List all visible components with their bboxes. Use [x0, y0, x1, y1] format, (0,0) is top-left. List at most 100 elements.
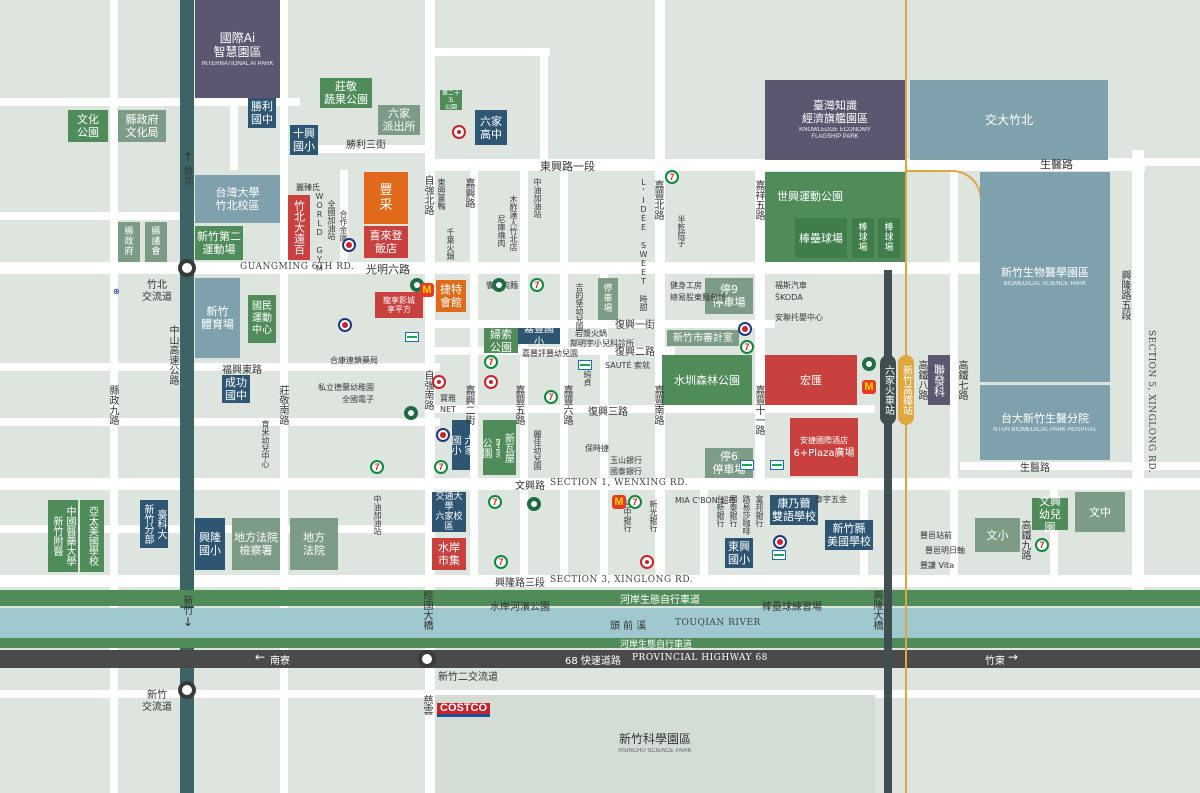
zhongshan-freeway	[180, 0, 194, 793]
road-label-jiafeng-5: 嘉豐五路	[513, 385, 524, 425]
road-v-12	[540, 48, 548, 168]
road-north-top	[430, 48, 550, 56]
hakka-park-label: 客家 公園	[480, 437, 504, 458]
science-park-en: HSINCHU SCIENCE PARK	[618, 748, 692, 754]
kfc-icon	[432, 375, 446, 389]
road-label-shengyi: 生醫路	[1040, 158, 1073, 171]
hsinchu-audit-label: 新竹市審計室	[673, 332, 733, 344]
block-parking-1: 停 車 場	[598, 278, 618, 320]
baseball-field-label: 棒壘球場	[799, 231, 843, 245]
shop-sisi: 私立德蘭幼稚園	[318, 383, 374, 392]
road-label-shengyi-2: 生醫路	[1020, 463, 1050, 474]
shop-quanguo-e: 全國電子	[342, 395, 374, 404]
arrow-down-icon: ↓	[183, 615, 194, 629]
road-label-jiaxing: 嘉興路	[463, 178, 474, 208]
road-label-jiayi-11: 嘉豐十一路	[753, 385, 764, 435]
road-label-jiayi-2: 嘉興二街	[463, 385, 474, 425]
fuxing-park-label: 婦索 公園	[490, 327, 512, 354]
seven-eleven-icon: 7	[494, 555, 508, 569]
seven-eleven-icon: 7	[544, 390, 558, 404]
block-county-council: 縣 議 會	[145, 222, 167, 262]
arrow-left-icon: ←	[255, 650, 266, 664]
ballfield-2-label: 棒 球 場	[884, 223, 894, 253]
road-mid-1	[0, 212, 200, 220]
rt-mart-icon	[484, 375, 498, 389]
familymart-icon	[740, 460, 754, 470]
shop-qiange: 千葉火鍋	[446, 228, 455, 260]
road-label-cipei: 慈雲	[421, 695, 432, 715]
block-dongxing-elem: 東興 國小	[725, 538, 753, 568]
road-mid-2	[0, 418, 440, 426]
culture-park-label: 文化 公園	[77, 113, 99, 139]
shop-mumei: 木酢達人竹北店	[509, 195, 518, 251]
block-far-eastern: 竹北大遠百	[288, 195, 310, 260]
familymart-icon	[772, 550, 786, 560]
pxmart-icon	[342, 238, 356, 252]
thsr-station-label: 新竹高鐵站	[900, 365, 912, 415]
seven-eleven-icon: 7	[488, 495, 502, 509]
block-liujia-police: 六家 派出所	[378, 105, 420, 135]
road-label-xinglong: 興隆路三段	[495, 578, 545, 589]
road-label-river: 頭 前 溪	[610, 621, 647, 632]
hsinchu-gym-label: 新竹 體育場	[201, 305, 234, 331]
block-ntu-zhubei: 台灣大學 竹北校區	[195, 175, 280, 223]
shop-fubon: 富邦銀行	[755, 495, 764, 527]
jieshi-hall-label: 捷特 會館	[440, 283, 462, 309]
road-shengyi-2	[960, 462, 1200, 470]
shop-mia: MIA C'BON 超市	[675, 496, 737, 505]
pxmart-icon	[436, 428, 450, 442]
road-label-bike-1: 河岸生態自行車道	[620, 595, 700, 606]
arrow-up-icon: ↑	[183, 150, 194, 164]
road-dongxing	[425, 159, 1145, 171]
road-label-wenxing: 文興路	[515, 481, 545, 492]
seven-eleven-icon: 7	[665, 170, 679, 184]
park-20-label: 第二十五 公園	[442, 89, 461, 111]
block-baseball-field: 棒壘球場	[795, 218, 847, 258]
road-v-xinglong-5	[1132, 150, 1144, 590]
court-label: 地方 法院	[303, 531, 325, 557]
block-county-gov: 縣 政 府	[118, 222, 140, 262]
starbucks-icon	[404, 406, 418, 420]
road-label-jingguo: 經國大橋	[421, 590, 432, 630]
liujia-elem-label: 六家 國小	[449, 435, 473, 455]
shop-liyi: 麗佳幼兒園	[533, 430, 542, 470]
road-label-zhuangjing: 莊敬南路	[277, 385, 288, 425]
block-district-court: 地方法院 檢察署	[232, 518, 280, 570]
block-lianfa: 聯發科	[928, 355, 950, 405]
road-shengli	[290, 145, 430, 153]
road-v-3	[470, 170, 478, 580]
shop-fengyi-2: 豐邑明日軸	[925, 546, 965, 555]
intl-ai-park-en: INTERNATIONAL AI PARK	[201, 60, 274, 67]
kangnaixin-label: 康乃薾 雙語學校	[772, 497, 816, 523]
road-v-jiafeng-n	[655, 0, 665, 580]
shop-fengyi-3: 豐謙 Vita	[920, 561, 955, 570]
road-label-wenxing-en: SECTION 1, WENXING RD.	[550, 478, 688, 488]
knowledge-park-name: 臺灣知識 經濟旗艦園區	[802, 99, 868, 125]
xinwuwu-label: 新瓦屋	[502, 432, 514, 463]
starbucks-icon	[862, 357, 876, 371]
block-hongyi: 宏匯	[765, 355, 857, 405]
road-label-zhongshan: 中山高速公路	[167, 325, 178, 385]
nycu-zhubei-label: 交大竹北	[984, 112, 1033, 127]
road-guangming	[0, 262, 990, 274]
shop-gongyu: 鄰明宇小兒科診所	[570, 339, 634, 348]
shop-banzheng: 半乾院子	[677, 215, 686, 247]
road-fuxing-e	[0, 363, 440, 371]
road-label-bike-2: 河岸生態自行車道	[620, 640, 693, 650]
block-nycu-school: 交通大學 六家校區	[432, 492, 466, 532]
shop-saute: SAUTÉ 索就	[605, 361, 651, 370]
block-science-park: 新竹科學園區 HSINCHU SCIENCE PARK	[435, 695, 875, 793]
shop-jiafeng-kinder: 嘉豐評豐幼兒園	[522, 349, 578, 358]
block-hakka-park: 客家 公園	[480, 420, 504, 475]
shop-yukong: 育米幼兒中心	[261, 420, 270, 468]
block-thsr-station: 新竹高鐵站	[898, 355, 914, 425]
block-jiafeng-elem: 嘉豐國小	[518, 324, 560, 348]
block-county-culture: 縣政府 文化局	[118, 110, 166, 142]
road-label-fuxing-2: 復興二路	[615, 347, 655, 358]
road-v-7	[700, 490, 708, 580]
road-label-dongxing: 東興路一段	[540, 160, 595, 173]
parking-9-label: 停9 停車場	[712, 283, 746, 309]
rail-line-gray	[884, 270, 892, 793]
block-hsinchu-2nd-sports: 新竹第二 運動場	[195, 226, 243, 260]
block-national-sports: 國民 運動中心	[248, 295, 276, 343]
